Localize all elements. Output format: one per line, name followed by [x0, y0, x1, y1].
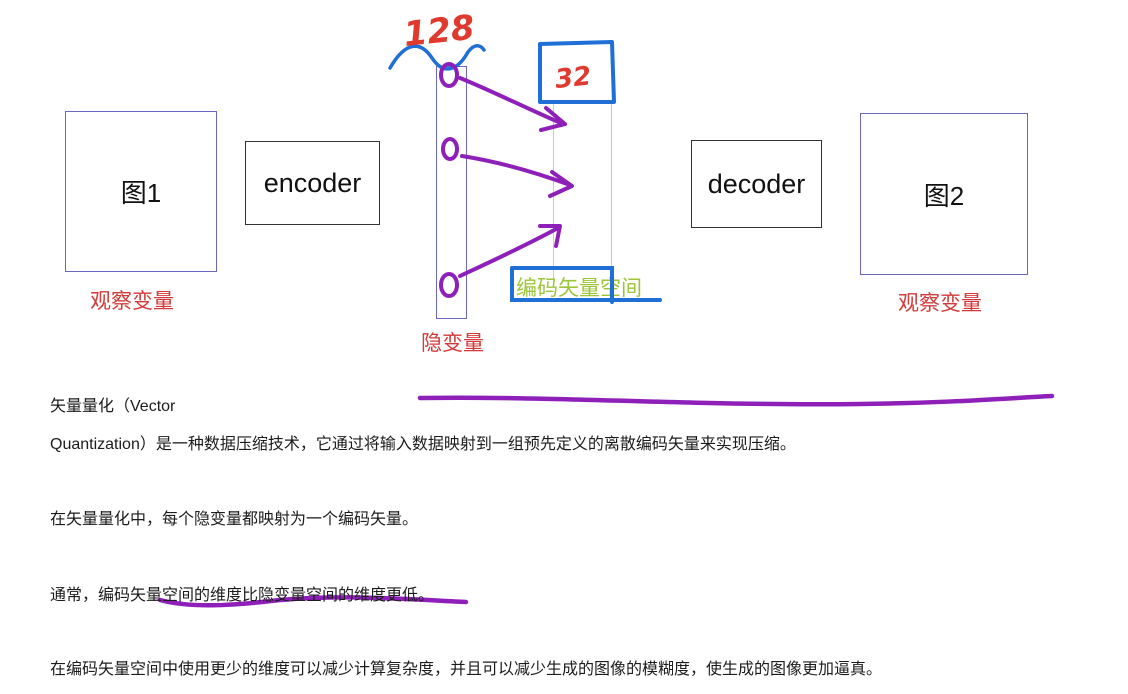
- codebook-label-box: [510, 266, 662, 304]
- latent-circle-bottom: [439, 272, 459, 298]
- latent-circle-middle: [441, 137, 459, 161]
- arrow-top: [458, 76, 565, 126]
- arrow-middle-head: [548, 170, 574, 198]
- image2-box: 图2: [860, 113, 1028, 275]
- latent-variable-label: 隐变量: [421, 332, 484, 355]
- underline-paragraph1: [417, 393, 1055, 407]
- paragraph1-line2: Quantization）是一种数据压缩技术，它通过将输入数据映射到一组预先定义…: [50, 436, 796, 453]
- observed-variable-label-right: 观察变量: [898, 292, 982, 315]
- codebook-dim-annotation: 32: [554, 61, 593, 95]
- latent-dim-annotation: 128: [402, 8, 477, 55]
- latent-circle-top: [439, 62, 459, 88]
- encoder-label: encoder: [263, 167, 362, 198]
- arrow-bottom-head: [538, 224, 562, 248]
- encoder-box: encoder: [245, 141, 380, 225]
- paragraph1-line1: 矢量量化（Vector: [50, 398, 176, 415]
- decoder-box: decoder: [691, 140, 822, 228]
- latent-wave-stroke: [388, 44, 486, 71]
- codebook-dim-box: [538, 40, 616, 104]
- image2-label: 图2: [923, 180, 965, 211]
- paragraph3: 通常，编码矢量空间的维度比隐变量空间的维度更低。: [50, 587, 435, 604]
- decoder-label: decoder: [707, 168, 806, 199]
- observed-variable-label-left: 观察变量: [90, 290, 174, 313]
- paragraph2: 在矢量量化中，每个隐变量都映射为一个编码矢量。: [50, 511, 419, 528]
- paragraph4: 在编码矢量空间中使用更少的维度可以减少计算复杂度，并且可以减少生成的图像的模糊度…: [50, 661, 883, 678]
- arrow-middle: [460, 154, 572, 187]
- image1-label: 图1: [120, 178, 162, 208]
- arrow-top-head: [539, 106, 567, 132]
- underline-paragraph3: [157, 595, 469, 608]
- arrow-bottom: [458, 226, 560, 278]
- image1-box: 图1: [65, 111, 217, 272]
